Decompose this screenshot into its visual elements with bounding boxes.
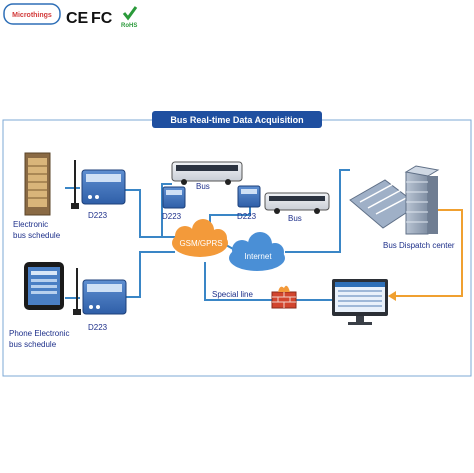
- internet-cloud-label: Internet: [244, 252, 272, 261]
- ce-mark: CE: [66, 10, 89, 27]
- d223-label-bottom: D223: [88, 323, 108, 332]
- phone-schedule-icon: [24, 262, 64, 310]
- bus-label-top: Bus: [196, 182, 210, 191]
- firewall-icon: [271, 285, 297, 309]
- diagram-title-banner: Bus Real-time Data Acquisition: [152, 111, 322, 128]
- internet-cloud: Internet: [229, 232, 285, 271]
- brand-name: Microthings: [12, 12, 52, 19]
- electronic-schedule-label-2: bus schedule: [13, 231, 61, 240]
- bus-icon-right: [264, 192, 330, 214]
- arrow-left-icon: [388, 291, 396, 301]
- phone-schedule-label-2: bus schedule: [9, 340, 57, 349]
- gsm-gprs-cloud: GSM/GPRS: [172, 219, 228, 257]
- certification-marks: CE FC RoHS: [66, 6, 138, 29]
- d223-device-bottom: [82, 279, 127, 315]
- d223-label-top: D223: [88, 211, 108, 220]
- monitor-icon: [332, 279, 388, 325]
- fc-mark: FC: [91, 10, 113, 27]
- antenna-icon: [71, 160, 79, 209]
- special-line-label: Special line: [212, 290, 253, 299]
- d223-device-mid-left: [162, 186, 186, 209]
- bus-dispatch-center-buildings: [349, 165, 440, 235]
- dispatch-center-label: Bus Dispatch center: [383, 241, 455, 250]
- bus-icon-top: [171, 161, 243, 185]
- bus-label-right: Bus: [288, 214, 302, 223]
- electronic-schedule-label-1: Electronic: [13, 220, 48, 229]
- d223-label-mid-right: D223: [237, 212, 257, 221]
- electronic-bus-schedule-kiosk: [24, 152, 51, 216]
- connection-lines: [65, 169, 350, 301]
- antenna-icon: [73, 268, 81, 315]
- d223-device-top: [81, 169, 126, 205]
- dispatch-link-line: [390, 209, 463, 297]
- d223-device-mid-right: [237, 185, 261, 208]
- phone-schedule-label-1: Phone Electronic: [9, 329, 69, 338]
- diagram-title: Bus Real-time Data Acquisition: [170, 115, 303, 125]
- gsm-cloud-label: GSM/GPRS: [179, 239, 222, 248]
- rohs-check-icon: [122, 6, 138, 21]
- brand-logo: Microthings: [3, 3, 61, 25]
- rohs-mark: RoHS: [121, 23, 137, 29]
- d223-label-mid-left: D223: [162, 212, 182, 221]
